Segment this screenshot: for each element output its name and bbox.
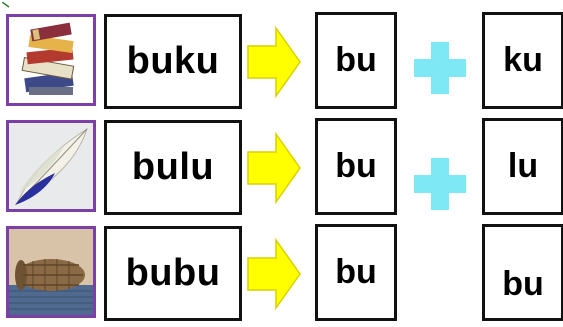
- plus-icon: [414, 42, 466, 94]
- corner-mark-icon: [2, 2, 10, 8]
- syllable-box-1: bu: [315, 224, 397, 321]
- syllable-box-2: bu: [482, 224, 563, 321]
- fish-trap-icon: [9, 229, 93, 315]
- word-row-bubu: bubu bu bu: [0, 224, 563, 324]
- syllable-text: bu: [502, 265, 544, 303]
- plus-icon: [414, 158, 466, 210]
- syllable-text: bu: [335, 41, 377, 79]
- arrow-right-icon: [247, 132, 301, 204]
- syllable-text: bu: [335, 147, 377, 185]
- arrow-right-icon: [247, 26, 301, 98]
- image-frame: [6, 14, 96, 106]
- syllable-text: bu: [335, 253, 377, 291]
- syllable-box-2: ku: [482, 12, 563, 109]
- word-box: bubu: [104, 226, 242, 321]
- word-text: bubu: [125, 252, 221, 294]
- syllable-box-1: bu: [315, 12, 397, 109]
- image-frame: [6, 226, 96, 318]
- syllable-text: ku: [503, 41, 543, 79]
- books-icon: [9, 17, 93, 103]
- image-frame: [6, 120, 96, 212]
- feather-icon: [9, 123, 93, 209]
- syllable-text: lu: [507, 147, 539, 185]
- word-box: buku: [104, 14, 242, 109]
- word-text: buku: [126, 40, 220, 82]
- syllable-box-1: bu: [315, 118, 397, 215]
- syllable-box-2: lu: [482, 118, 563, 215]
- arrow-right-icon: [247, 238, 301, 310]
- word-text: bulu: [131, 146, 215, 188]
- word-row-buku: buku bu ku: [0, 12, 563, 112]
- word-box: bulu: [104, 120, 242, 215]
- word-row-bulu: bulu bu lu: [0, 118, 563, 218]
